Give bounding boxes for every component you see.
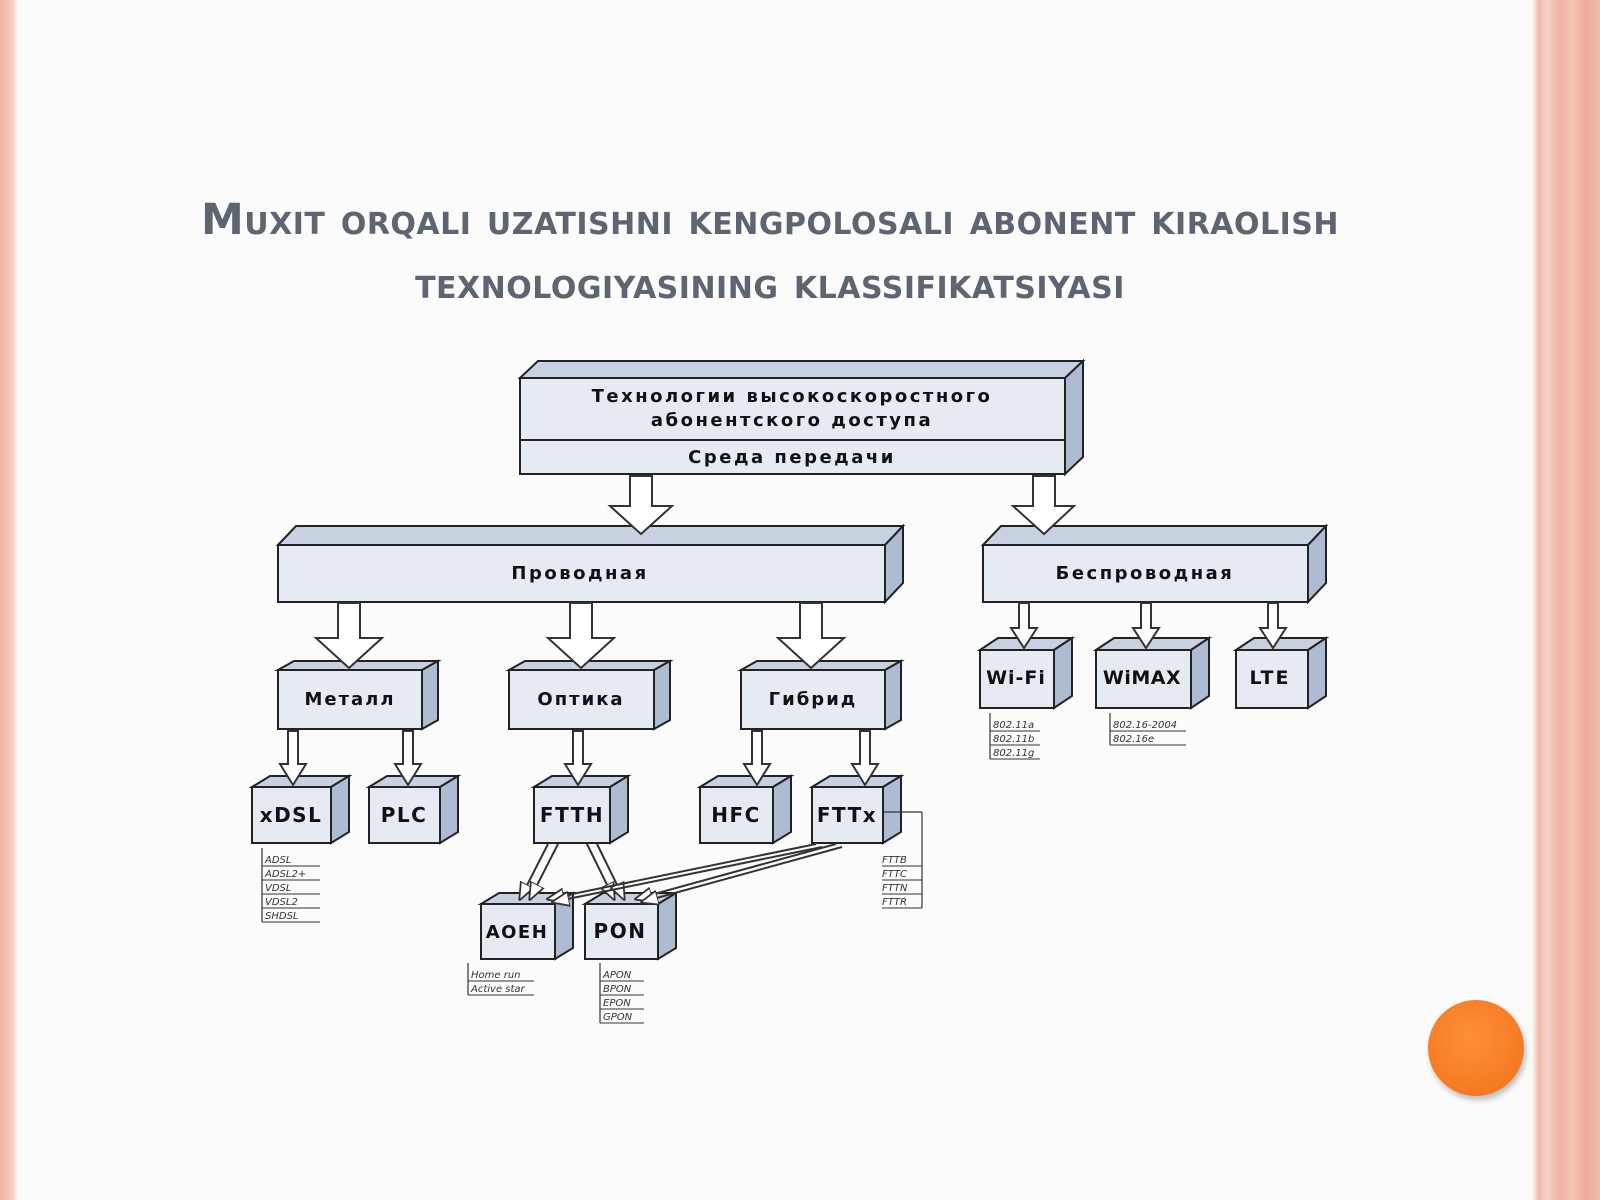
xdsl-label: xDSL [260,803,323,827]
wifi-list-item: 802.11a [993,720,1034,731]
xdsl-list-item: ADSL [264,855,291,866]
pon-box: PON [581,891,680,961]
xdsl-box: xDSL [248,774,353,845]
arrow-ftth-to-aoeh-b [530,843,559,899]
wired-label: Проводная [511,563,648,584]
arrow-ftth-to-aoeh-a [520,843,549,899]
aoeh-list-item: Home run [471,970,521,981]
aoeh-box: AOEH [477,891,577,961]
arrow-metal-to-plc [393,730,423,787]
slide-title: Muxit orqali uzatishni kengpolosali abon… [60,188,1480,316]
aoeh-list-item: Active star [470,984,526,995]
metal-label: Металл [304,689,395,710]
wifi-list-item: 802.11g [993,748,1034,759]
wireless-box: Беспроводная [980,523,1329,605]
arrow-root-to-wired [607,475,675,536]
xdsl-list-item: VDSL [265,883,291,894]
arrow-wireless-to-wifi [1009,602,1039,650]
arrow-wireless-to-wimax [1131,602,1161,650]
fttx-box: FTTx [808,774,905,845]
ftth-box: FTTH [530,774,632,845]
root-box: Технологии высокоскоростного абонентског… [517,358,1086,477]
wimax-label: WiMAX [1103,667,1181,689]
right-decorative-bar [1532,0,1600,1200]
arrow-ftth-to-pon-b [596,843,624,899]
wimax-box: WiMAX [1092,636,1213,710]
hybrid-label: Гибрид [769,689,858,710]
fttx-list-item: FTTB [882,855,907,866]
optics-box: Оптика [505,659,674,731]
ftth-label: FTTH [540,803,604,827]
plc-label: PLC [381,803,428,827]
arrow-wired-to-optics [545,602,617,670]
pon-list-item: EPON [603,998,631,1009]
arrow-wired-to-hybrid [775,602,847,670]
metal-box: Металл [274,659,442,731]
block-arrows [278,475,1288,787]
arrow-fttx-to-aoeh-a [548,843,817,899]
hybrid-box: Гибрид [737,659,905,731]
pon-list-item: BPON [603,984,632,995]
pon-list-item: GPON [603,1012,633,1023]
fttx-list-item: FTTR [882,897,907,908]
arrow-wired-to-metal [313,602,385,670]
arrow-hybrid-to-fttx [850,730,880,787]
wifi-box: Wi-Fi [976,636,1076,710]
arrow-fttx-to-pon-a [636,843,837,899]
hfc-label: HFC [711,803,761,827]
fttx-list-item: FTTC [882,869,907,880]
xdsl-list-item: ADSL2+ [264,869,306,880]
xdsl-list-item: SHDSL [265,911,299,922]
fttx-label: FTTx [817,803,877,827]
plc-box: PLC [365,774,462,845]
root-label-line-1: Технологии высокоскоростного [592,386,993,407]
arrow-fttx-to-pon-b [642,846,843,902]
wired-box: Проводная [275,523,906,605]
optics-label: Оптика [537,689,624,710]
slide-title-line-1: Muxit orqali uzatishni kengpolosali abon… [200,195,1340,245]
pon-list-item: APON [602,970,632,981]
wifi-list-item: 802.11b [993,734,1034,745]
root-label-transmission-medium: Среда передачи [688,447,896,468]
connector-arrows [520,843,843,902]
arrow-fttx-to-aoeh-b [553,846,823,902]
arrow-wireless-to-lte [1258,602,1288,650]
root-label-line-2: абонентского доступа [651,410,933,431]
arrow-optics-to-ftth [563,730,593,787]
arrow-root-to-wireless [1010,475,1077,536]
wimax-list-item: 802.16e [1113,734,1154,745]
lte-label: LTE [1250,667,1291,689]
left-decorative-bar [0,0,18,1200]
pon-label: PON [594,919,647,943]
arrow-metal-to-xdsl [278,730,308,787]
wifi-label: Wi-Fi [986,667,1046,689]
decorative-orange-circle [1428,1000,1524,1096]
wireless-label: Беспроводная [1056,563,1235,584]
arrow-hybrid-to-hfc [742,730,772,787]
hfc-box: HFC [696,774,795,845]
fttx-list-item: FTTN [882,883,908,894]
lte-box: LTE [1232,636,1330,710]
aoeh-label: AOEH [486,922,549,943]
xdsl-list-item: VDSL2 [265,897,298,908]
wimax-list-item: 802.16-2004 [1113,720,1177,731]
slide-title-line-2: texnologiyasining klassifikatsiyasi [415,259,1125,309]
